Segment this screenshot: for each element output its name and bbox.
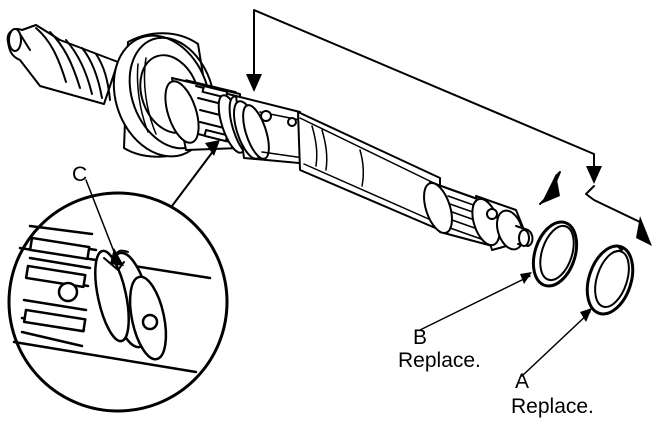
detail-view xyxy=(7,140,229,413)
callout-a-note: Replace. xyxy=(511,395,594,418)
callout-b-letter: B xyxy=(413,326,428,349)
callout-b-note: Replace. xyxy=(398,349,481,372)
snap-ring-b xyxy=(531,220,579,288)
snap-ring-a xyxy=(585,244,635,316)
shaft-assembly xyxy=(6,24,534,251)
callout-a-letter: A xyxy=(515,370,530,393)
shaft-body xyxy=(297,111,441,231)
helical-gear-end xyxy=(6,24,119,105)
leader-b xyxy=(419,272,532,331)
callout-c-letter: C xyxy=(72,163,88,186)
install-arrow-bracket xyxy=(246,9,652,246)
shaft-tail xyxy=(423,181,534,251)
leader-a xyxy=(521,308,592,377)
collar-rings xyxy=(217,94,311,165)
